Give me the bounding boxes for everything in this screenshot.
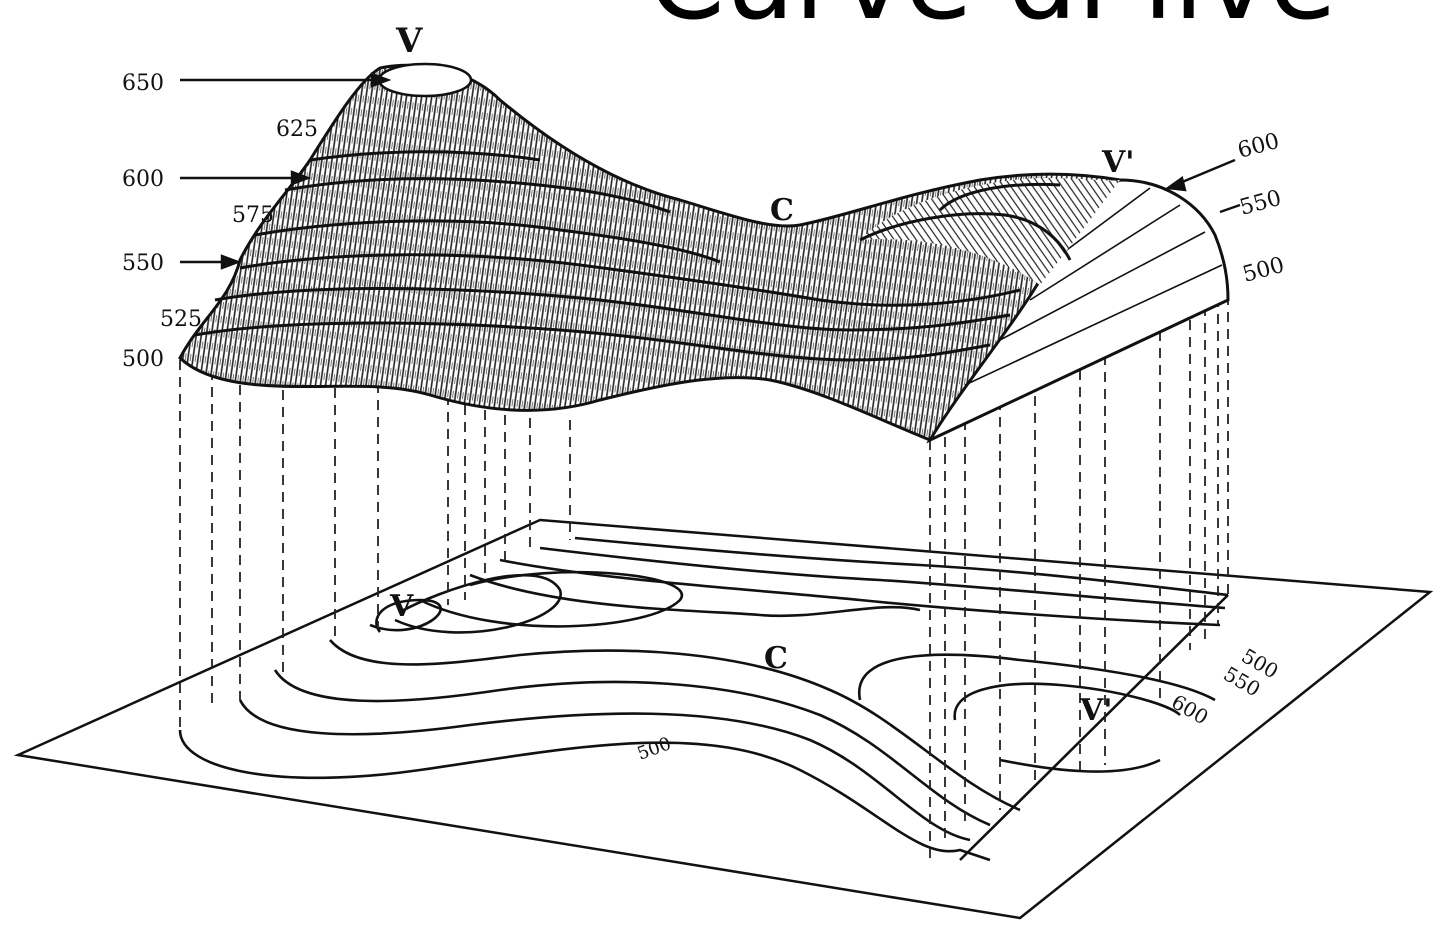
level-label-600: 600: [122, 167, 164, 192]
level-label-500: 500: [122, 347, 164, 372]
map-peak-label: V: [389, 589, 414, 624]
level-label-575: 575: [232, 203, 274, 228]
level-label-650: 650: [122, 71, 164, 96]
contour-inner-4: [470, 575, 920, 616]
page-title: Curve di live: [648, 0, 1337, 44]
right-level-label-500: 500: [1240, 253, 1287, 288]
contour-575: [330, 640, 1020, 810]
map-saddle-label: C: [764, 641, 788, 676]
right-level-labels: 600 550 500: [1235, 129, 1287, 288]
map-contour-label-500: 500: [635, 733, 674, 764]
surface-secondary-peak-label: V': [1101, 145, 1134, 180]
surface-saddle-label: C: [770, 193, 794, 228]
level-label-625: 625: [276, 117, 318, 142]
contour-500: [180, 730, 990, 860]
contour-map: [180, 538, 1228, 860]
map-secondary-peak-label: V': [1079, 693, 1112, 728]
level-label-525: 525: [160, 307, 202, 332]
contour-vprime-2: [955, 684, 1180, 720]
right-level-label-600: 600: [1235, 129, 1282, 164]
summit-cap: [379, 64, 471, 96]
contour-550: [275, 670, 990, 825]
surface-peak-label: V: [395, 21, 423, 61]
right-level-label-550: 550: [1237, 186, 1284, 221]
contour-inner-5: [500, 560, 1220, 625]
contour-525: [240, 700, 970, 840]
level-label-550: 550: [122, 251, 164, 276]
relief-surface: [180, 64, 1228, 440]
